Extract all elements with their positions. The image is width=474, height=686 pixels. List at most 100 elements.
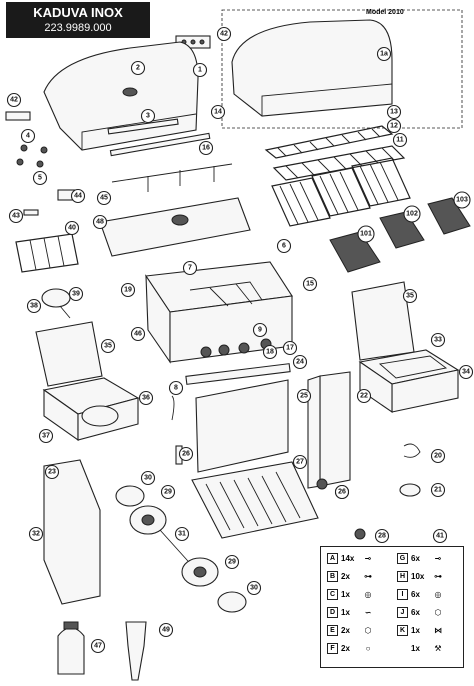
lid-1a	[231, 19, 393, 117]
svg-text:29: 29	[228, 559, 236, 566]
lid-handle	[107, 118, 179, 135]
front-rail-24	[185, 363, 291, 385]
bolt-icon: ⊶	[434, 572, 442, 581]
callout-3: 3	[140, 108, 156, 124]
side-panel-23	[43, 459, 101, 605]
svg-text:8: 8	[174, 385, 178, 392]
callout-21: 21	[430, 482, 446, 498]
svg-text:17: 17	[286, 345, 294, 352]
callout-9: 9	[252, 322, 268, 338]
heat-shield-14	[109, 132, 211, 157]
callout-26: 26	[334, 484, 350, 500]
svg-text:35: 35	[406, 293, 414, 300]
lid-1	[43, 41, 199, 151]
callout-14: 14	[210, 104, 226, 120]
legend-qty: 14x	[341, 554, 355, 563]
callout-42: 42	[216, 26, 232, 42]
callout-36: 36	[138, 390, 154, 406]
callout-35: 35	[402, 288, 418, 304]
legend-key: A	[327, 553, 338, 564]
callout-33: 33	[430, 332, 446, 348]
washer-icon: ◎	[364, 590, 372, 599]
svg-text:5: 5	[38, 175, 42, 182]
callout-1a: 1a	[376, 46, 392, 62]
callout-102: 102	[403, 205, 421, 223]
svg-text:13: 13	[390, 109, 398, 116]
svg-text:26: 26	[182, 451, 190, 458]
svg-text:103: 103	[456, 197, 468, 204]
wing-nut-icon: ⋈	[434, 626, 442, 635]
callout-1: 1	[192, 62, 208, 78]
side-burner-38	[41, 288, 71, 308]
svg-text:11: 11	[396, 137, 404, 144]
svg-text:15: 15	[306, 281, 314, 288]
callout-18: 18	[262, 344, 278, 360]
svg-text:29: 29	[164, 489, 172, 496]
legend-key: E	[327, 625, 338, 636]
svg-text:36: 36	[142, 395, 150, 402]
callout-5: 5	[32, 170, 48, 186]
callout-103: 103	[453, 191, 471, 209]
svg-text:3: 3	[146, 113, 150, 120]
cooking-grid-11	[272, 145, 406, 181]
svg-text:44: 44	[74, 193, 82, 200]
legend-key: H	[397, 571, 408, 582]
ring-icon: ○	[365, 644, 371, 653]
legend-qty: 6x	[411, 554, 420, 563]
callout-6: 6	[276, 238, 292, 254]
callout-46: 46	[130, 326, 146, 342]
callout-40: 40	[64, 220, 80, 236]
callout-25: 25	[296, 388, 312, 404]
svg-text:30: 30	[144, 475, 152, 482]
svg-text:43: 43	[12, 213, 20, 220]
callout-7: 7	[182, 260, 198, 276]
callout-4: 4	[20, 128, 36, 144]
bolt-43	[23, 209, 39, 216]
svg-text:26: 26	[338, 489, 346, 496]
callout-20: 20	[430, 448, 446, 464]
callout-22: 22	[356, 388, 372, 404]
callout-24: 24	[292, 354, 308, 370]
legend-qty: 10x	[411, 572, 425, 581]
nut-icon: ⬡	[364, 626, 372, 635]
svg-text:28: 28	[378, 533, 386, 540]
svg-text:49: 49	[162, 627, 170, 634]
svg-text:22: 22	[360, 393, 368, 400]
svg-text:19: 19	[124, 287, 132, 294]
callout-26: 26	[178, 446, 194, 462]
svg-text:27: 27	[296, 459, 304, 466]
callout-31: 31	[174, 526, 190, 542]
cleaner-bottle-47	[57, 627, 85, 675]
legend-key: I	[397, 589, 408, 600]
svg-text:1a: 1a	[380, 51, 388, 58]
product-title: KADUVA INOX	[33, 5, 123, 20]
legend-qty: 6x	[411, 590, 420, 599]
legend-qty: 1x	[411, 626, 420, 635]
callout-41: 41	[432, 528, 448, 544]
side-panel-22	[319, 371, 351, 487]
legend-qty: 2x	[341, 572, 350, 581]
callout-45: 45	[96, 190, 112, 206]
bottom-shelf-27	[191, 461, 319, 539]
rack-40	[15, 233, 79, 273]
callout-42: 42	[6, 92, 22, 108]
legend-qty: 2x	[341, 626, 350, 635]
legend-key: K	[397, 625, 408, 636]
callout-2: 2	[130, 60, 146, 76]
callout-15: 15	[302, 276, 318, 292]
svg-text:35: 35	[104, 343, 112, 350]
callout-13: 13	[386, 104, 402, 120]
svg-text:4: 4	[26, 133, 30, 140]
callout-47: 47	[90, 638, 106, 654]
model-2010-outline	[221, 9, 463, 129]
hubcap-30a	[115, 485, 145, 507]
svg-text:1: 1	[198, 67, 202, 74]
callout-101: 101	[357, 225, 375, 243]
